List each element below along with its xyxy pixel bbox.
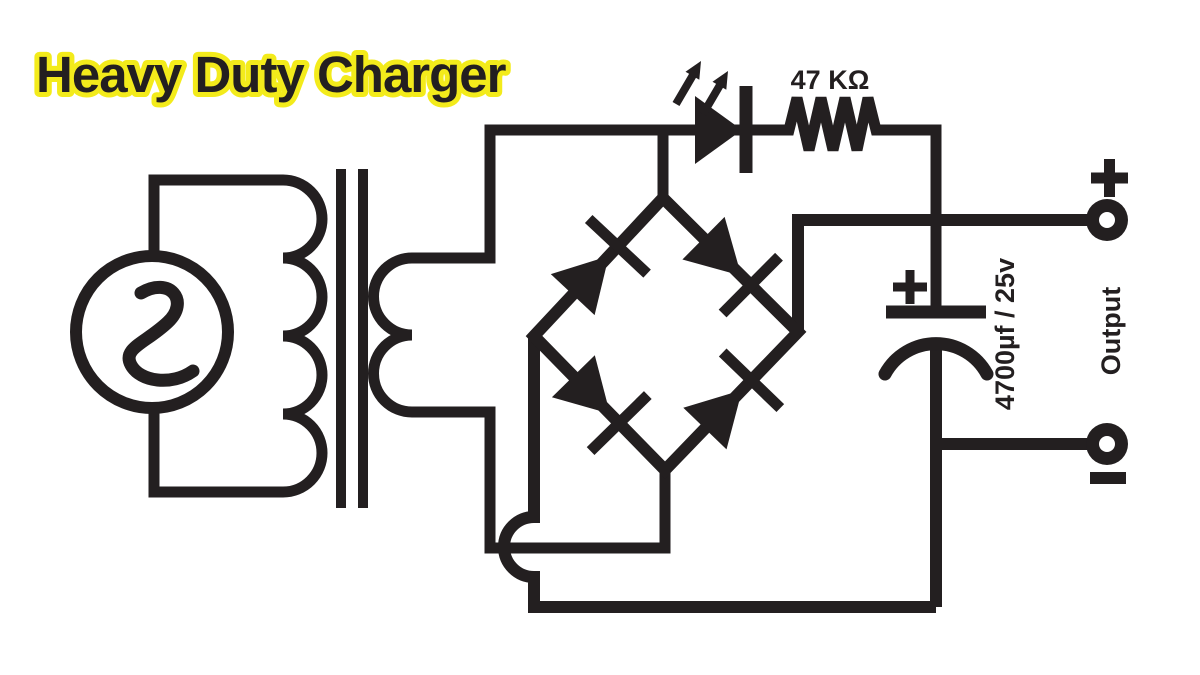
plus-sign-icon <box>1091 159 1128 197</box>
secondary-winding-icon <box>368 252 413 418</box>
diode-top-right-icon <box>682 216 783 318</box>
capacitor-plus-sign-icon <box>893 270 927 304</box>
led-light-arrows-icon <box>672 61 728 117</box>
bridge-rectifier-icon <box>525 189 807 479</box>
diode-arrow <box>682 216 742 276</box>
page-title-text: Heavy Duty Charger <box>36 46 507 103</box>
light-arrow-shaft <box>672 72 697 107</box>
resistor-value-label: 47 KΩ <box>791 65 870 95</box>
wires <box>412 96 1090 613</box>
primary-winding-icon <box>282 174 328 498</box>
terminal-ring-hole <box>1099 436 1115 452</box>
diode-bar <box>718 348 785 413</box>
bridge-diamond <box>525 189 807 479</box>
wire-positive-rail <box>792 214 1089 332</box>
capacitor-icon: 4700µf / 25v <box>878 258 1020 410</box>
terminal-ring-hole <box>1099 212 1115 228</box>
sine-wave-icon <box>122 280 200 387</box>
diode-arrow <box>683 390 743 450</box>
page-title: Heavy Duty Charger Heavy Duty Charger <box>31 41 513 108</box>
output-label: Output <box>1096 287 1126 375</box>
capacitor-plate-curved <box>878 337 994 381</box>
light-arrow-head <box>712 71 728 90</box>
wire-primary-bottom <box>148 406 283 498</box>
light-arrow-head <box>685 61 701 80</box>
diode-top-left-icon <box>550 214 651 316</box>
wire-bridge-bottom-feed <box>412 406 671 554</box>
led-icon <box>672 61 753 173</box>
diode-bottom-left-icon <box>551 355 652 456</box>
diode-arrow <box>550 256 609 316</box>
ac-source-icon <box>70 250 234 414</box>
diode-bar <box>586 391 652 456</box>
led-triangle <box>695 96 742 164</box>
light-arrow-shaft <box>699 82 724 117</box>
diode-arrow <box>551 355 610 414</box>
negative-terminal-icon <box>1086 423 1128 484</box>
positive-terminal-icon <box>1086 159 1128 241</box>
capacitor-value-label: 4700µf / 25v <box>990 258 1020 410</box>
diode-bar <box>584 214 651 278</box>
wire-negative-rail <box>498 336 936 613</box>
wire-top-rail <box>412 96 942 306</box>
wire-primary-top <box>148 174 283 258</box>
diode-bottom-right-icon <box>683 348 785 450</box>
transformer-icon <box>148 169 413 508</box>
diode-bar <box>718 252 783 318</box>
page-title-outline: Heavy Duty Charger <box>36 46 507 103</box>
